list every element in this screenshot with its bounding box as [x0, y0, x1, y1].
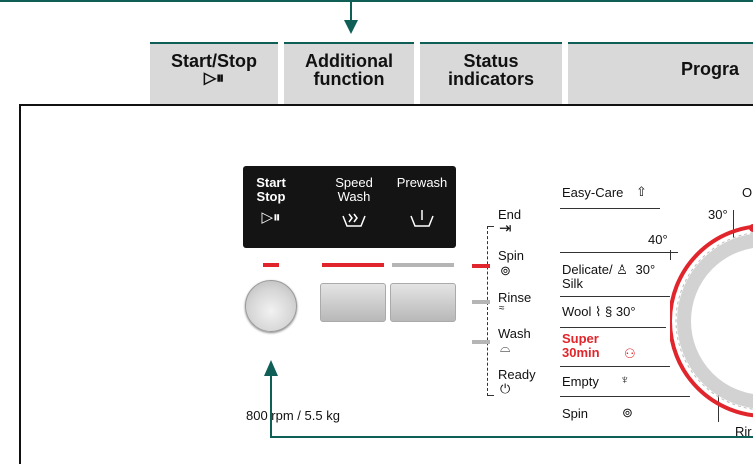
super-30min-icon: ⚇: [624, 346, 636, 361]
status-end-label: End: [498, 207, 522, 222]
start-stop-button[interactable]: [245, 280, 297, 332]
super-label: Super: [562, 331, 599, 346]
program-divider-3: [560, 296, 670, 297]
status-bracket: [487, 226, 494, 396]
super-30min-label: 30min: [562, 345, 600, 360]
spin-led: [472, 264, 490, 268]
tab-programmes-label: Progra: [681, 59, 740, 79]
control-panel: [19, 104, 753, 464]
tab-start-stop[interactable]: Start/Stop ▷⏸: [150, 42, 278, 104]
tab-programmes[interactable]: Progra: [568, 42, 753, 104]
wool-temp-icon: §: [605, 304, 613, 319]
stop-label: Stop: [256, 189, 286, 204]
program-rinse-partial: Rir: [735, 424, 752, 439]
spin-icon: ⊚: [500, 263, 511, 278]
control-display: Start Stop ▷⏸ Speed Wash Prewash: [243, 166, 456, 248]
program-super-30min[interactable]: Super 30min: [562, 332, 600, 360]
rating-label: 800 rpm / 5.5 kg: [246, 408, 340, 423]
status-spin-label: Spin: [498, 248, 525, 263]
pointer-arrowhead-down: [344, 20, 358, 34]
connector-line-vertical: [270, 374, 272, 438]
rinse-partial-tick: [718, 392, 719, 422]
program-divider-6: [560, 396, 690, 397]
rinse-led: [472, 300, 490, 304]
prewash-label: Prewash: [396, 175, 448, 190]
program-divider-2: [560, 252, 678, 253]
play-pause-icon: ▷⏸: [203, 70, 225, 87]
spin-program-icon: ⊚: [622, 405, 633, 420]
ready-icon: ⏻: [500, 381, 511, 396]
silk-label: Silk: [562, 276, 583, 291]
delicate-temp: 30°: [635, 262, 656, 277]
status-ready-label: Ready: [498, 367, 536, 382]
pointer-arrow-stem: [350, 0, 352, 22]
wash-icon: ⌓: [500, 340, 511, 355]
empty-icon: ♆: [620, 372, 630, 387]
start-led: [263, 263, 279, 267]
top-divider-line: [0, 0, 753, 2]
tab-status-label-2: indicators: [447, 69, 535, 89]
speed-label: Speed: [335, 175, 373, 190]
program-partial-o: O: [742, 185, 753, 200]
temp-40-label: 40°: [648, 232, 668, 247]
speed-wash-label: Speed Wash: [323, 176, 385, 204]
program-selector-dial[interactable]: [670, 210, 753, 430]
program-easy-care[interactable]: Easy-Care: [562, 185, 624, 200]
status-wash-label: Wash: [498, 326, 531, 341]
temp-30-tick: [733, 210, 734, 238]
wool-temp: 30°: [615, 304, 636, 319]
delicate-icon: ♙: [616, 262, 628, 277]
program-delicate-silk[interactable]: Delicate/ ♙ 30° Silk: [562, 263, 655, 291]
speed-wash-led: [322, 263, 384, 267]
tab-start-stop-label: Start/Stop: [170, 51, 257, 71]
tab-status-label-1: Status: [463, 51, 519, 71]
program-divider-4: [560, 327, 666, 328]
wash-led: [472, 340, 490, 344]
connector-line-horizontal: [270, 436, 753, 438]
tab-additional-label-1: Additional: [305, 51, 393, 71]
rinse-icon: ≈: [499, 303, 505, 314]
prewash-led: [392, 263, 454, 267]
pointer-arrowhead-up: [264, 360, 278, 376]
wool-label: Wool: [562, 304, 592, 319]
program-wool[interactable]: Wool ⌇ § 30°: [562, 305, 636, 319]
program-divider-1: [560, 208, 660, 209]
wool-icon: ⌇: [595, 304, 602, 319]
start-label: Start: [256, 175, 286, 190]
easy-care-icon: ⇧: [636, 184, 647, 199]
tab-additional-function[interactable]: Additional function: [284, 42, 414, 104]
start-stop-icon: ▷⏸: [261, 209, 281, 226]
delicate-label: Delicate/: [562, 262, 613, 277]
speed-wash-button[interactable]: [320, 283, 386, 322]
tab-additional-label-2: function: [313, 69, 385, 89]
temp-40-tick: [670, 250, 671, 260]
program-empty[interactable]: Empty: [562, 374, 599, 389]
speed-wash-icon: [342, 213, 366, 227]
end-icon: ⇥: [499, 220, 512, 237]
wash-label: Wash: [337, 189, 371, 204]
program-divider-5: [560, 366, 670, 367]
tab-status-indicators[interactable]: Status indicators: [420, 42, 562, 104]
temp-30-label: 30°: [708, 207, 728, 222]
start-stop-label: Start Stop: [249, 176, 293, 204]
program-spin[interactable]: Spin: [562, 406, 589, 421]
prewash-icon: [410, 210, 434, 227]
prewash-button[interactable]: [390, 283, 456, 322]
status-rinse-label: Rinse: [498, 290, 532, 305]
